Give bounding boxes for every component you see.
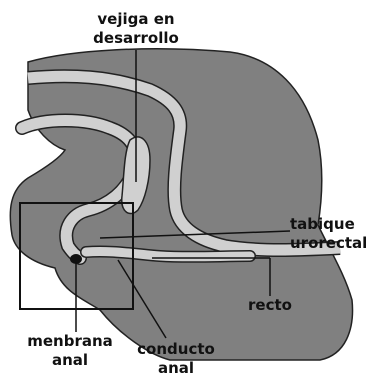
label-rectum: recto bbox=[248, 296, 292, 315]
rectum-lumen-fill bbox=[86, 251, 250, 256]
label-anal-membrane-line1: menbrana bbox=[22, 332, 118, 351]
label-anal-canal-line2: anal bbox=[128, 359, 224, 378]
label-anal-membrane: menbrana anal bbox=[22, 332, 118, 370]
label-anal-membrane-line2: anal bbox=[22, 351, 118, 370]
label-anal-canal-line1: conducto bbox=[128, 340, 224, 359]
label-developing-bladder: vejiga en desarrollo bbox=[84, 10, 188, 48]
label-urorectal-septum: tabique urorectal bbox=[290, 215, 367, 253]
label-urorectal-septum-line1: tabique bbox=[290, 215, 367, 234]
label-urorectal-septum-line2: urorectal bbox=[290, 234, 367, 253]
label-anal-canal: conducto anal bbox=[128, 340, 224, 378]
label-developing-bladder-line2: desarrollo bbox=[84, 29, 188, 48]
label-developing-bladder-line1: vejiga en bbox=[84, 10, 188, 29]
